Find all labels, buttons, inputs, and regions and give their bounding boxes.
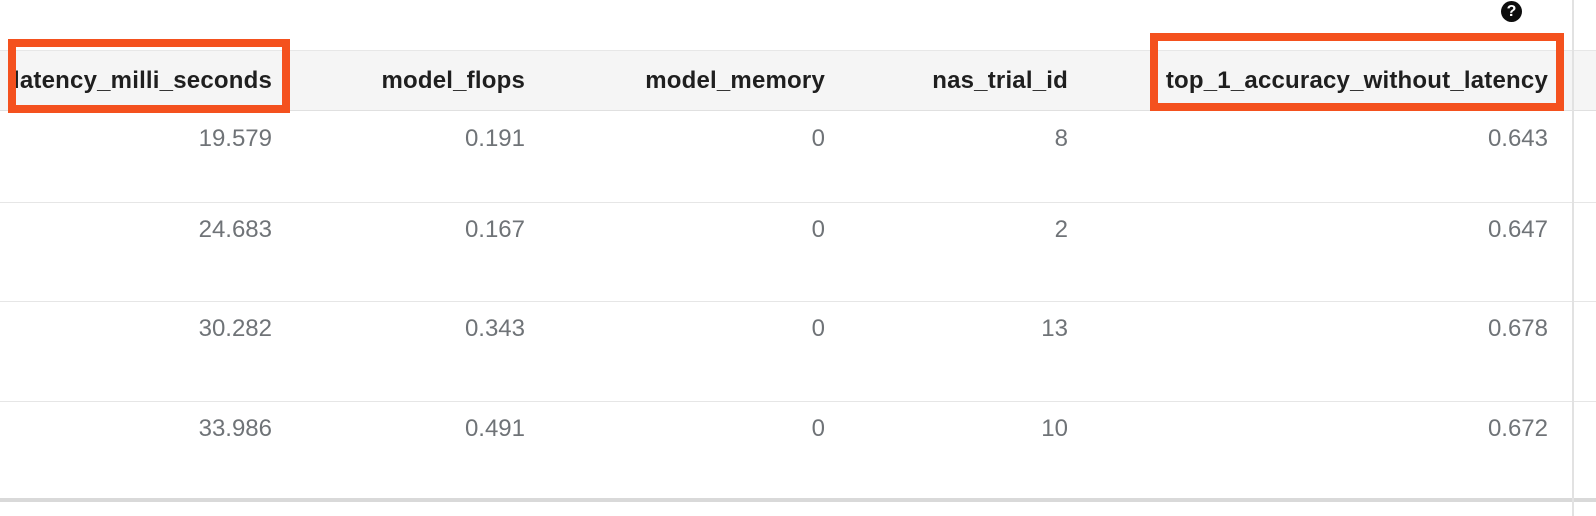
- table-row: 33.986 0.491 0 10 0.672: [0, 402, 1596, 498]
- cell-nas-trial-id: 13: [1041, 315, 1068, 342]
- cell-latency-milli-seconds: 30.282: [198, 315, 272, 342]
- cell-top-1-accuracy-without-latency: 0.647: [1487, 216, 1548, 243]
- highlight-box-latency-column: [8, 39, 290, 113]
- cell-model-memory: 0: [811, 216, 825, 243]
- cell-model-memory: 0: [811, 315, 825, 342]
- column-header-latency-milli-seconds[interactable]: latency_milli_seconds: [13, 66, 272, 94]
- cell-latency-milli-seconds: 19.579: [198, 125, 272, 152]
- table-row: 24.683 0.167 0 2 0.647: [0, 203, 1596, 302]
- column-header-model-memory[interactable]: model_memory: [645, 66, 825, 94]
- column-header-top-1-accuracy-without-latency[interactable]: top_1_accuracy_without_latency: [1165, 66, 1548, 94]
- cell-model-memory: 0: [811, 415, 825, 442]
- cell-latency-milli-seconds: 33.986: [198, 415, 272, 442]
- cell-clipped: [1572, 203, 1596, 301]
- column-header-clipped: [1572, 51, 1596, 110]
- last-column-divider: [1572, 0, 1574, 516]
- cell-model-flops: 0.191: [464, 125, 525, 152]
- cell-clipped: [1572, 302, 1596, 401]
- cell-clipped: [1572, 402, 1596, 498]
- table-body: 19.579 0.191 0 8 0.643 24.683 0.167 0 2 …: [0, 112, 1596, 498]
- highlight-box-accuracy-column: [1150, 33, 1564, 111]
- cell-nas-trial-id: 10: [1041, 415, 1068, 442]
- cell-model-flops: 0.491: [464, 415, 525, 442]
- cell-model-flops: 0.167: [464, 216, 525, 243]
- cell-nas-trial-id: 8: [1054, 125, 1068, 152]
- cell-model-memory: 0: [811, 125, 825, 152]
- column-header-nas-trial-id[interactable]: nas_trial_id: [932, 66, 1068, 94]
- cell-nas-trial-id: 2: [1054, 216, 1068, 243]
- table-bottom-divider: [0, 498, 1596, 502]
- cell-top-1-accuracy-without-latency: 0.643: [1487, 125, 1548, 152]
- cell-top-1-accuracy-without-latency: 0.672: [1487, 415, 1548, 442]
- cell-clipped: [1572, 112, 1596, 202]
- cell-model-flops: 0.343: [464, 315, 525, 342]
- table-row: 30.282 0.343 0 13 0.678: [0, 302, 1596, 402]
- table-row: 19.579 0.191 0 8 0.643: [0, 112, 1596, 203]
- cell-latency-milli-seconds: 24.683: [198, 216, 272, 243]
- cell-top-1-accuracy-without-latency: 0.678: [1487, 315, 1548, 342]
- table-header-row: latency_milli_seconds model_flops model_…: [0, 50, 1596, 111]
- help-icon[interactable]: ?: [1501, 1, 1522, 22]
- column-header-model-flops[interactable]: model_flops: [381, 66, 525, 94]
